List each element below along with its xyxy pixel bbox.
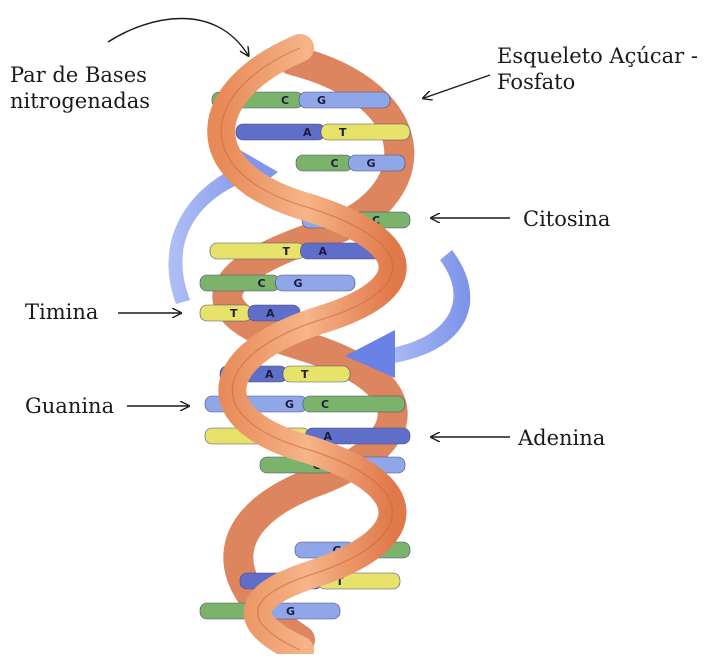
label-backbone-line1: Esqueleto Açúcar - bbox=[497, 43, 698, 69]
cytosine-base-left bbox=[200, 275, 280, 291]
base-letter-right: C bbox=[321, 398, 329, 411]
label-thymine: Timina bbox=[25, 299, 98, 325]
label-backbone: Esqueleto Açúcar - Fosfato bbox=[497, 43, 698, 95]
base-letter-right: T bbox=[301, 368, 309, 381]
backbone-pointer-arrow bbox=[424, 75, 490, 98]
cytosine-base-right bbox=[303, 396, 405, 412]
thymine-base-left bbox=[200, 305, 252, 321]
label-adenine: Adenina bbox=[518, 425, 605, 451]
base-letter-right: G bbox=[317, 94, 326, 107]
base-letter-right: A bbox=[266, 307, 275, 320]
adenine-base-left bbox=[236, 124, 325, 140]
base-letter-right: A bbox=[319, 245, 328, 258]
base-letter-left: G bbox=[285, 398, 294, 411]
base-letter-left: T bbox=[283, 245, 291, 258]
base-letter-left: A bbox=[303, 126, 312, 139]
guanine-base-right bbox=[276, 275, 356, 291]
base-letter-right: G bbox=[367, 157, 376, 170]
base-letter-left: C bbox=[258, 277, 266, 290]
thymine-base-right bbox=[283, 366, 350, 382]
cytosine-base-left bbox=[296, 155, 353, 171]
guanine-base-right bbox=[299, 92, 390, 108]
base-letter-right: G bbox=[294, 277, 303, 290]
label-backbone-line2: Fosfato bbox=[497, 69, 698, 95]
base-letter-left: C bbox=[281, 94, 289, 107]
base-pairs-pointer-arrow bbox=[108, 19, 248, 56]
label-base-pairs-line1: Par de Bases bbox=[10, 62, 150, 88]
base-letter-right: T bbox=[339, 126, 347, 139]
thymine-base-left bbox=[210, 243, 305, 259]
guanine-base-right bbox=[349, 155, 406, 171]
label-guanine: Guanina bbox=[25, 393, 114, 419]
label-base-pairs: Par de Bases nitrogenadas bbox=[10, 62, 150, 114]
base-letter-left: C bbox=[331, 157, 339, 170]
base-letter-left: T bbox=[230, 307, 238, 320]
thymine-base-right bbox=[321, 124, 410, 140]
label-cytosine: Citosina bbox=[523, 206, 610, 232]
label-base-pairs-line2: nitrogenadas bbox=[10, 88, 150, 114]
base-letter-right: G bbox=[286, 605, 295, 618]
guanine-base-right bbox=[268, 603, 340, 619]
base-letter-left: A bbox=[265, 368, 274, 381]
